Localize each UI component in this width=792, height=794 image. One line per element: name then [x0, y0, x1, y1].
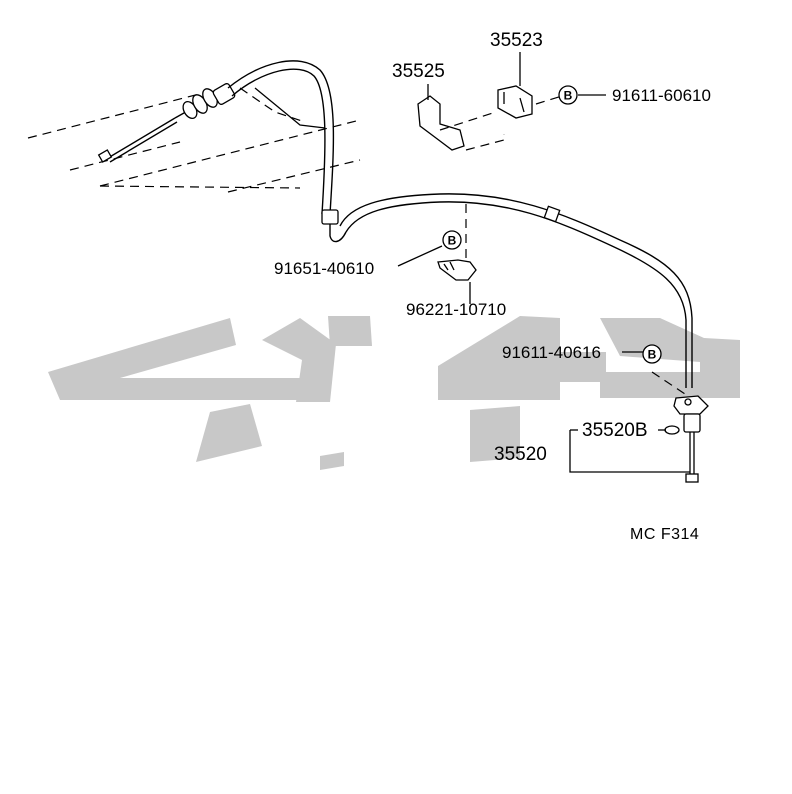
clip-96221-10710 — [437, 204, 477, 304]
bolt-marker-3: B — [642, 344, 662, 364]
watermark-logo — [48, 316, 740, 470]
bracket-35523 — [497, 52, 533, 119]
label-35520: 35520 — [494, 444, 547, 465]
label-35525: 35525 — [392, 61, 445, 82]
cable-end-bracket — [651, 371, 709, 483]
bracket-35525 — [417, 84, 563, 151]
bolt-marker-1: B — [558, 85, 578, 105]
bolt-marker-text: B — [448, 234, 457, 248]
bolt-marker-text: B — [564, 89, 573, 103]
bolt-marker-text: B — [648, 348, 657, 362]
label-96221-10710: 96221-10710 — [406, 300, 506, 319]
label-91611-60610: 91611-60610 — [612, 86, 711, 105]
label-35520B: 35520B — [582, 420, 648, 441]
leader-lines — [397, 94, 690, 473]
accelerator-cable — [227, 60, 693, 388]
label-91611-40616: 91611-40616 — [502, 343, 601, 362]
engine-outline — [27, 87, 361, 193]
throttle-linkage — [97, 83, 236, 163]
label-35523: 35523 — [490, 30, 543, 51]
figure-code: MC F314 — [630, 526, 699, 543]
label-91651-40610: 91651-40610 — [274, 259, 374, 278]
bolt-marker-2: B — [442, 230, 462, 250]
